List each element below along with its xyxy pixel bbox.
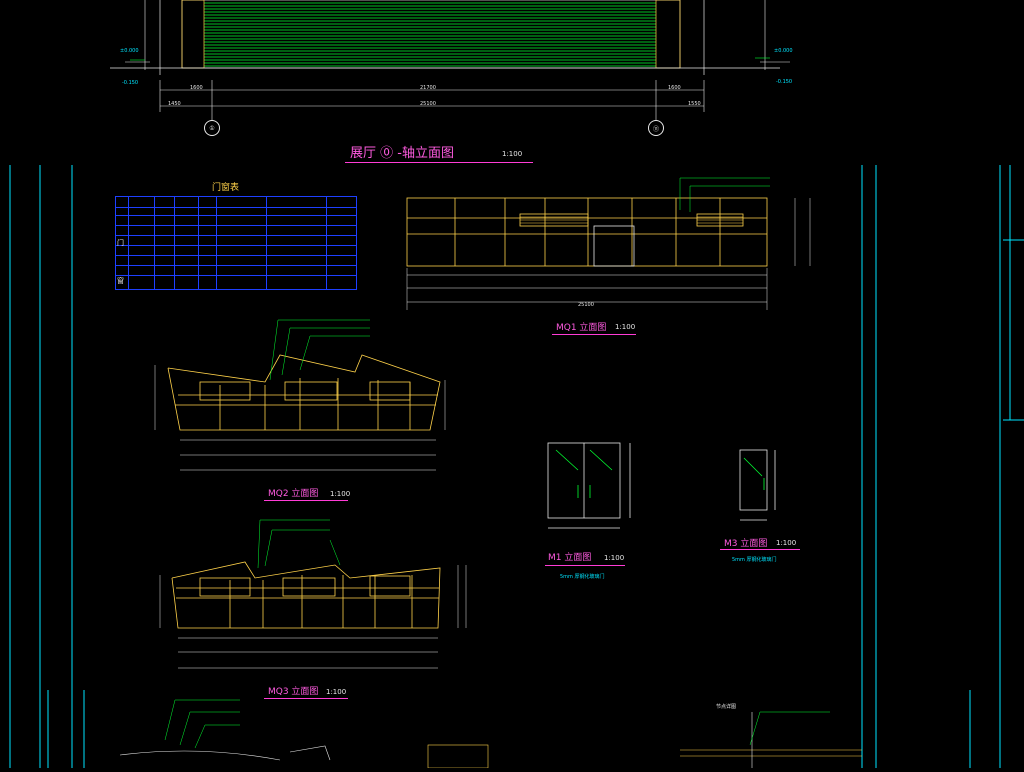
mq2-underline <box>264 500 348 501</box>
m1-door <box>547 442 631 529</box>
mq1-title: MQ1 立面图 <box>556 323 607 333</box>
mq3-elevation <box>171 561 441 629</box>
right-dim-column <box>130 57 770 61</box>
window-table-side-label: 窗 <box>117 277 124 285</box>
axis-marker-left: ① <box>204 120 220 136</box>
m3-scale: 1:100 <box>776 539 797 547</box>
door-window-table <box>115 196 357 290</box>
dim-right2: 1550 <box>688 101 701 107</box>
mq1-scale: 1:100 <box>615 323 636 331</box>
mq3-leaders <box>257 519 341 569</box>
hall-elevation-stripes <box>520 216 743 224</box>
m3-title: M3 立面图 <box>724 539 768 549</box>
dim-left: 1450 <box>168 101 181 107</box>
hall-elevation-underline <box>345 162 533 163</box>
dim-left2: 1600 <box>190 85 203 91</box>
level-left-low: -0.150 <box>122 80 139 86</box>
m1-note: 5mm 厚钢化玻璃门 <box>560 574 605 580</box>
m1-scale: 1:100 <box>604 554 625 562</box>
sheet-frame <box>9 165 1024 768</box>
m1-title: M1 立面图 <box>548 553 592 563</box>
mq3-underline <box>264 698 348 699</box>
m3-underline <box>720 549 800 550</box>
hall-elevation-scale: 1:100 <box>502 150 523 158</box>
dim-right: 1600 <box>668 85 681 91</box>
door-table-side-label: 门 <box>117 239 124 247</box>
level-right-low: -0.150 <box>776 79 793 85</box>
dim-mid: 21700 <box>420 85 436 91</box>
level-left: ±0.000 <box>120 48 139 54</box>
mq3-dims <box>159 565 467 669</box>
door-window-table-title: 门窗表 <box>212 183 240 193</box>
mq3-scale: 1:100 <box>326 688 347 696</box>
hall-elevation-dims <box>406 198 811 310</box>
mq2-elevation <box>167 354 441 431</box>
mq2-scale: 1:100 <box>330 490 351 498</box>
m3-note: 5mm 厚钢化玻璃门 <box>732 557 777 563</box>
m1-underline <box>545 565 625 566</box>
dim-overall: 25100 <box>420 101 436 107</box>
top-facade <box>110 0 780 75</box>
hall-elevation-title: 展厅 ⓪ -轴立面图 <box>350 146 454 161</box>
hall-elevation-leaders <box>679 177 770 212</box>
level-right: ±0.000 <box>774 48 793 54</box>
bottom-details <box>119 712 862 769</box>
mq3-title: MQ3 立面图 <box>268 687 319 697</box>
bottom-leaders <box>164 699 830 749</box>
bottom-note: 节点详图 <box>716 704 737 710</box>
top-dim-lines <box>125 0 790 120</box>
mq2-title: MQ2 立面图 <box>268 489 319 499</box>
mq2-dims <box>154 365 446 471</box>
hall-elevation-building <box>406 197 768 267</box>
mq2-leaders <box>269 319 370 381</box>
mq1-underline <box>552 334 636 335</box>
m3-door <box>739 449 776 521</box>
mq1-dim-total: 25100 <box>578 302 594 308</box>
axis-marker-right: ⑪ <box>648 120 664 136</box>
